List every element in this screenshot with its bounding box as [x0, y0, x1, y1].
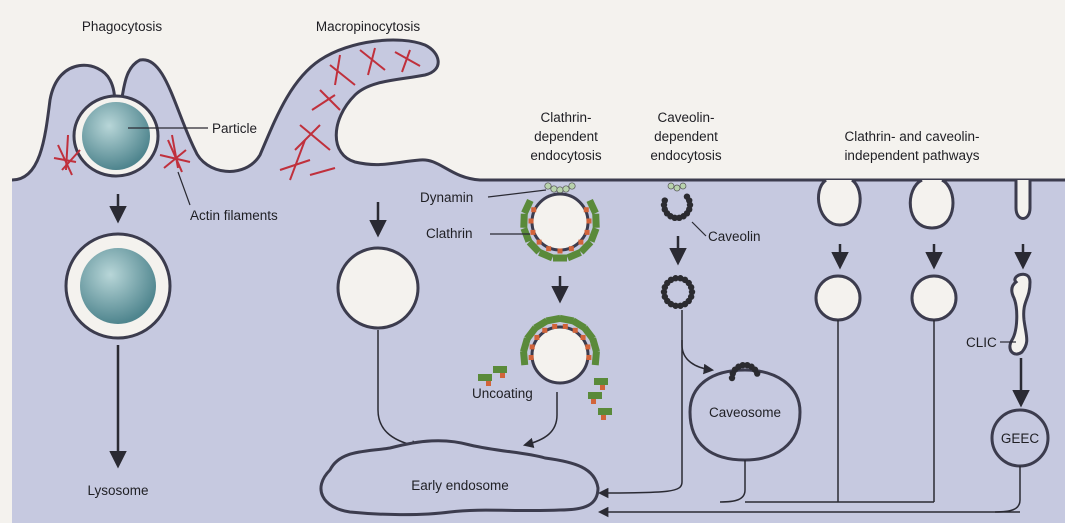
label-dynamin: Dynamin [420, 190, 473, 205]
label-independent-title-2: independent pathways [844, 148, 979, 163]
label-caveolin-title-2: dependent [654, 129, 718, 144]
label-clic: CLIC [966, 335, 997, 350]
independent-tubule [1016, 180, 1030, 219]
label-early-endosome: Early endosome [411, 478, 509, 493]
label-lysosome: Lysosome [87, 483, 148, 498]
label-caveolin-title-3: endocytosis [650, 148, 722, 163]
label-independent-title-1: Clathrin- and caveolin- [844, 129, 979, 144]
label-phagocytosis: Phagocytosis [82, 19, 163, 34]
independent-vesicle-2 [912, 276, 956, 320]
macropinosome [338, 248, 418, 328]
label-particle: Particle [212, 121, 257, 136]
label-caveosome: Caveosome [709, 405, 781, 420]
label-clathrin-title-1: Clathrin- [540, 110, 591, 125]
label-clathrin-title-3: endocytosis [530, 148, 602, 163]
particle-icon [82, 102, 150, 170]
label-caveolin: Caveolin [708, 229, 761, 244]
independent-pit-1 [818, 180, 860, 225]
phagosome-particle-icon [80, 248, 156, 324]
label-clathrin-title-2: dependent [534, 129, 598, 144]
label-clathrin: Clathrin [426, 226, 473, 241]
label-geec: GEEC [1001, 431, 1040, 446]
uncoating-vesicle [532, 327, 588, 383]
independent-pit-2 [910, 180, 953, 228]
label-actin-filaments: Actin filaments [190, 208, 278, 223]
independent-vesicle-1 [816, 276, 860, 320]
label-uncoating: Uncoating [472, 386, 533, 401]
label-macropinocytosis: Macropinocytosis [316, 19, 421, 34]
label-caveolin-title-1: Caveolin- [657, 110, 714, 125]
